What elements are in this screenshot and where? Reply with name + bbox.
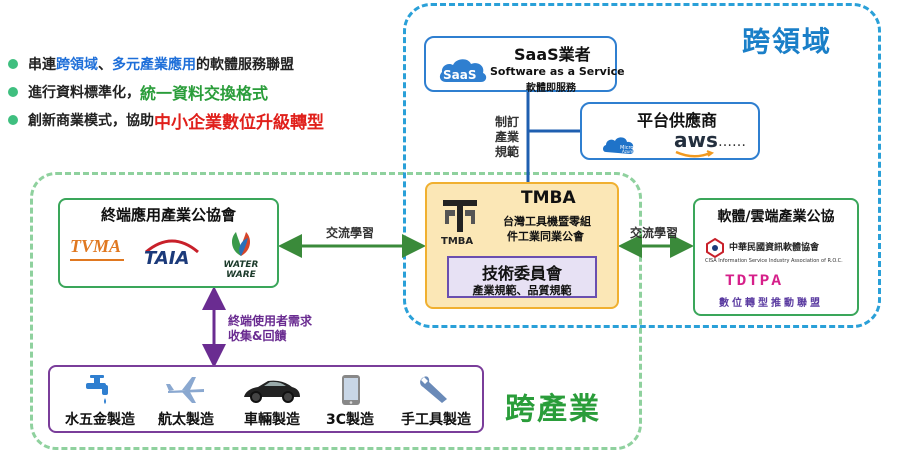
industry-label: 航太製造 [158,412,214,428]
bullet-highlight: 跨領域 [56,57,98,73]
taia-arc-icon [145,239,199,254]
saas-subtitle: Software as a Service [490,65,625,78]
industry-item: 車輛製造 [232,369,312,431]
cloud-icon [439,59,487,82]
bullet-text: 、 [98,57,112,73]
connector-label-line: 規範 [494,145,519,159]
tech-committee-box: 技術委員會 產業規範、品質規範 [447,256,597,298]
tdtpa-subtitle: 數位轉型推動聯盟 [719,298,823,309]
saas-provider-box: SaaS SaaS業者 Software as a Service 軟體即服務 [424,36,625,94]
saas-subtitle-zh: 軟體即服務 [526,83,576,94]
software-title: 軟體/雲端產業公協 [717,209,835,225]
tmba-subtitle-line2: 件工業同業公會 [507,230,584,243]
cisa-logo-icon [706,237,724,259]
bullet-text: 的軟體服務聯盟 [196,57,294,73]
exchange-label-right: 交流學習 [630,226,679,240]
industry-label: 水五金製造 [65,412,135,428]
enduse-title: 終端應用產業公協會 [100,206,236,224]
waterware-logo: WATER WARE [208,230,274,280]
platform-provider-box: 平台供應商 Microsoft Azure aws …… [580,102,760,160]
connector-label: 制訂 產業 規範 [493,115,521,160]
svg-text:Azure: Azure [622,149,634,154]
bullet-text: 進行資料標準化， [28,85,140,101]
industry-item: 3C製造 [310,369,390,431]
tmba-logo-text: TMBA [441,236,474,247]
waterware-logo-text: WATER WARE [223,260,259,280]
aws-smile-icon [675,150,715,158]
tmba-title: TMBA [521,188,576,208]
user-need-line: 收集&回饋 [228,329,287,343]
saas-title: SaaS業者 [514,45,591,64]
tmba-box: TMBA TMBA 台灣工具機暨零組 件工業同業公會 技術委員會 產業規範、品質… [425,182,619,309]
industry-item: 水五金製造 [60,369,140,431]
aws-logo: aws [674,128,718,152]
tech-committee-title: 技術委員會 [481,264,562,283]
airplane-icon [166,377,204,403]
platform-title: 平台供應商 [637,111,718,130]
connector-label-line: 產業 [494,130,519,144]
bullet-dot-icon [8,87,18,97]
tvma-logo: TVMA [70,236,130,276]
industry-item: 航太製造 [146,369,226,431]
cisa-subtitle: CISA Information Service Industry Associ… [705,258,843,264]
cross-domain-title: 跨領域 [742,25,833,58]
bullet-highlight: 統一資料交換格式 [140,84,269,103]
tmba-subtitle-line1: 台灣工具機暨零組 [503,215,591,228]
user-need-label: 終端使用者需求 收集&回饋 [228,314,312,344]
saas-icon-label: SaaS [443,68,477,82]
tech-committee-subtitle: 產業規範、品質規範 [472,284,572,297]
cross-domain-region [403,3,881,328]
waterware-leaf-icon [231,232,251,256]
enduse-association-box: 終端應用產業公協會 TVMA TAIA WATER WARE [58,198,279,288]
more-providers-ellipsis: …… [718,134,746,150]
wrench-icon [420,376,447,403]
industries-box: 水五金製造 航太製造 車輛製造 3C製造 手工具製造 [48,365,484,433]
svg-text:Microsoft: Microsoft [620,145,643,151]
bullet-highlight: 多元產業應用 [112,57,196,73]
connector-label-line: 制訂 [494,115,519,129]
tvma-logo-underline [70,259,124,261]
faucet-icon [86,375,108,404]
cisa-name: 中華民國資訊軟體協會 [729,243,820,253]
software-association-box: 軟體/雲端產業公協 中華民國資訊軟體協會 CISA Information Se… [693,198,859,316]
bullet-item: 進行資料標準化，統一資料交換格式 [8,78,408,106]
phone-icon [342,375,360,405]
tdtpa-logo-text: TDTPA [725,272,784,290]
industry-label: 3C製造 [325,412,374,428]
tmba-logo-icon [443,200,477,232]
user-need-line: 終端使用者需求 [228,314,313,328]
bullet-dot-icon [8,115,18,125]
bullet-item: 串連跨領域、多元產業應用的軟體服務聯盟 [8,50,408,78]
cross-industry-title: 跨產業 [505,392,601,427]
exchange-label-left: 交流學習 [326,226,375,240]
bullet-highlight: 中小企業數位升級轉型 [154,112,324,133]
taia-logo: TAIA [140,236,204,280]
taia-logo-text: TAIA [144,248,190,269]
bullet-dot-icon [8,59,18,69]
bullet-item: 創新商業模式，協助中小企業數位升級轉型 [8,106,408,134]
azure-logo-icon: Microsoft Azure [603,137,643,154]
industry-item: 手工具製造 [396,369,476,431]
industry-label: 手工具製造 [401,412,471,428]
tvma-logo-text: TVMA [70,236,122,256]
cross-industry-region [30,172,642,450]
industry-label: 車輛製造 [244,412,300,428]
bullet-text: 串連 [28,57,56,73]
bullet-text: 創新商業模式，協助 [28,113,154,129]
bullet-list: 串連跨領域、多元產業應用的軟體服務聯盟 進行資料標準化，統一資料交換格式 創新商… [8,50,408,134]
car-icon [244,380,300,403]
